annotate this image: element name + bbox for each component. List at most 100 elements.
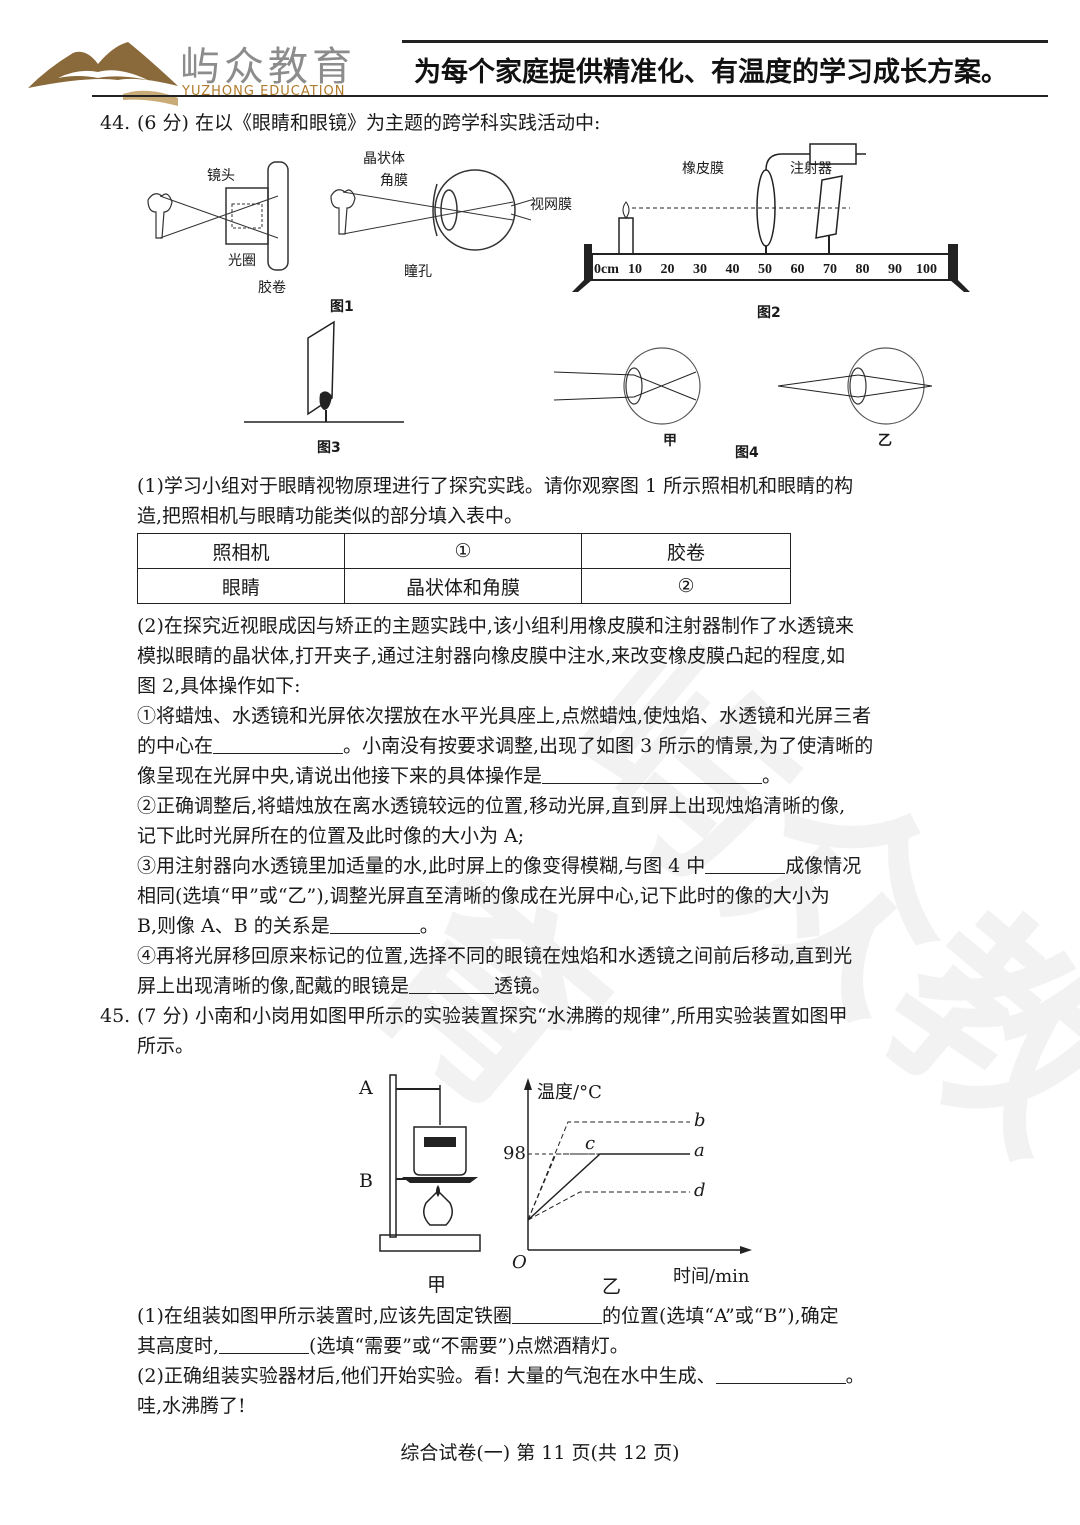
fig1-caption: 图1 <box>330 299 354 315</box>
fig4-jia: 甲 <box>663 433 677 449</box>
ruler-tick: 50 <box>758 262 772 277</box>
table-row: 照相机 ① 胶卷 <box>137 533 791 569</box>
answer-blank[interactable] <box>542 763 763 784</box>
text: 。 <box>845 1365 865 1387</box>
answer-blank[interactable] <box>511 1303 602 1324</box>
ruler-tick: 100 <box>916 262 937 277</box>
fig1-retina-label: 视网膜 <box>530 197 572 213</box>
page-footer: 综合试卷(一) 第 11 页(共 12 页) <box>400 1442 680 1464</box>
q45-part2-line2: 哇,水沸腾了! <box>137 1395 246 1417</box>
fig1-pupil-label: 瞳孔 <box>404 264 432 280</box>
q45-part1-line2: 其高度时, (选填“需要”或“不需要”)点燃酒精灯。 <box>137 1331 629 1361</box>
chart-tick-98: 98 <box>503 1143 526 1164</box>
fig4-yi: 乙 <box>878 433 892 449</box>
figure-3-screen <box>244 320 404 423</box>
apparatus-label-a: A <box>359 1077 373 1099</box>
series-label-d: d <box>694 1180 706 1201</box>
series-a <box>527 1153 690 1221</box>
figure-4-eyes <box>553 347 933 425</box>
figure-1-camera <box>147 161 289 271</box>
q44-step4-line1: ④再将光屏移回原来标记的位置,选择不同的眼镜在烛焰和水透镜之间前后移动,直到光 <box>137 945 853 967</box>
q44-step3-line1: ③用注射器向水透镜里加适量的水,此时屏上的像变得模糊,与图 4 中成像情况 <box>137 851 861 881</box>
q44-step3-line3: B,则像 A、B 的关系是 。 <box>137 911 439 941</box>
ruler-tick: 30 <box>693 262 707 277</box>
text: 其高度时, <box>137 1335 220 1357</box>
q44-step3-line2: 相同(选填“甲”或“乙”),调整光屏直至清晰的像成在光屏中心,记下此时的像的大小… <box>137 885 830 907</box>
table-cell: ① <box>344 533 582 569</box>
ruler-tick: 60 <box>790 262 805 277</box>
answer-blank[interactable] <box>409 973 495 994</box>
text: (1)在组装如图甲所示装置时,应该先固定铁圈 <box>137 1305 512 1327</box>
q44-step1-line2: 的中心在 。小南没有按要求调整,出现了如图 3 所示的情景,为了使清晰的 <box>137 731 873 761</box>
ruler-tick: 20 <box>660 262 675 277</box>
ruler-tick: 80 <box>855 262 870 277</box>
text: (选填“需要”或“不需要”)点燃酒精灯。 <box>309 1335 629 1357</box>
table-cell: ② <box>581 568 791 604</box>
question-44-title: (6 分) 在以《眼睛和眼镜》为主题的跨学科实践活动中: <box>137 112 601 134</box>
q44-step1-line1: ①将蜡烛、水透镜和光屏依次摆放在水平光具座上,点燃蜡烛,使烛焰、水透镜和光屏三者 <box>137 705 872 727</box>
series-label-c: c <box>585 1133 596 1154</box>
chart-ylabel: 温度/°C <box>537 1082 602 1103</box>
answer-blank[interactable] <box>329 913 420 934</box>
text: 成像情况 <box>785 855 862 877</box>
text: B,则像 A、B 的关系是 <box>137 915 330 937</box>
q45-part1-line1: (1)在组装如图甲所示装置时,应该先固定铁圈的位置(选填“A”或“B”),确定 <box>137 1301 839 1331</box>
table-cell: 照相机 <box>137 533 345 569</box>
apparatus-label-b: B <box>359 1170 373 1192</box>
text: 。小南没有按要求调整,出现了如图 3 所示的情景,为了使清晰的 <box>343 735 874 757</box>
logo-text: 屿众教育 <box>180 44 356 90</box>
text: 。 <box>419 915 439 937</box>
question-44-number: 44. <box>100 112 131 134</box>
fig1-cornea-label: 角膜 <box>380 173 408 189</box>
chart-caption-yi: 乙 <box>602 1276 622 1298</box>
series-b <box>527 1121 690 1221</box>
header-rule-top <box>402 40 1048 43</box>
series-label-b: b <box>694 1110 706 1131</box>
fig2-membrane-label: 橡皮膜 <box>682 161 724 177</box>
text: (2)正确组装实验器材后,他们开始实验。看! 大量的气泡在水中生成、 <box>137 1365 716 1387</box>
question-45-number: 45. <box>100 1005 131 1027</box>
answer-blank[interactable] <box>705 853 786 874</box>
ruler-tick: 90 <box>888 262 902 277</box>
fig2-caption: 图2 <box>757 305 781 321</box>
q44-part2-line2: 模拟眼睛的晶状体,打开夹子,通过注射器向橡皮膜中注水,来改变橡皮膜凸起的程度,如 <box>137 645 846 667</box>
header-rule-bottom <box>92 95 1048 97</box>
ruler-unit: 0cm <box>594 262 619 277</box>
answer-blank[interactable] <box>213 733 344 754</box>
chart-xlabel: 时间/min <box>673 1266 750 1287</box>
figure-jia-apparatus <box>379 1074 481 1252</box>
fig2-syringe-label: 注射器 <box>790 161 832 177</box>
question-45-title-1: (7 分) 小南和小岗用如图甲所示的实验装置探究“水沸腾的规律”,所用实验装置如… <box>137 1005 848 1027</box>
temperature-time-chart <box>524 1078 752 1254</box>
table-row: 眼睛 晶状体和角膜 ② <box>137 568 791 604</box>
q44-part1-line1: (1)学习小组对于眼睛视物原理进行了探究实践。请你观察图 1 所示照相机和眼睛的… <box>137 475 854 497</box>
table-cell: 眼睛 <box>137 568 345 604</box>
text: 的中心在 <box>137 735 214 757</box>
text: 。 <box>762 765 782 787</box>
fig1-lens-label: 镜头 <box>207 168 235 184</box>
text: 屏上出现清晰的像,配戴的眼镜是 <box>137 975 410 997</box>
q44-step2-line1: ②正确调整后,将蜡烛放在离水透镜较远的位置,移动光屏,直到屏上出现烛焰清晰的像, <box>137 795 846 817</box>
answer-blank[interactable] <box>715 1363 846 1384</box>
question-45-title-2: 所示。 <box>137 1035 195 1057</box>
q45-part2-line1: (2)正确组装实验器材后,他们开始实验。看! 大量的气泡在水中生成、 。 <box>137 1361 865 1391</box>
ruler-tick: 70 <box>823 262 837 277</box>
table-cell: 胶卷 <box>581 533 791 569</box>
figure-2-optical-bench <box>572 143 970 292</box>
fig4-caption: 图4 <box>735 445 759 461</box>
figure-1-eye <box>330 169 532 251</box>
header-slogan: 为每个家庭提供精准化、有温度的学习成长方案。 <box>414 57 1008 88</box>
q44-step4-line2: 屏上出现清晰的像,配戴的眼镜是 透镜。 <box>137 971 551 1001</box>
logo-mountain-icon <box>28 28 178 112</box>
q44-part2-line1: (2)在探究近视眼成因与矫正的主题实践中,该小组利用橡皮膜和注射器制作了水透镜来 <box>137 615 854 637</box>
apparatus-caption-jia: 甲 <box>427 1274 447 1296</box>
answer-blank[interactable] <box>219 1333 310 1354</box>
y-axis-arrow <box>524 1078 532 1090</box>
camera-eye-table: 照相机 ① 胶卷 眼睛 晶状体和角膜 ② <box>137 533 791 604</box>
fig1-film-label: 胶卷 <box>258 280 286 296</box>
ruler-tick: 10 <box>628 262 642 277</box>
q44-part1-line2: 造,把照相机与眼睛功能类似的部分填入表中。 <box>137 505 524 527</box>
chart-origin: O <box>512 1252 527 1273</box>
q44-step2-line2: 记下此时光屏所在的位置及此时像的大小为 A; <box>137 825 525 847</box>
text: 透镜。 <box>494 975 552 997</box>
